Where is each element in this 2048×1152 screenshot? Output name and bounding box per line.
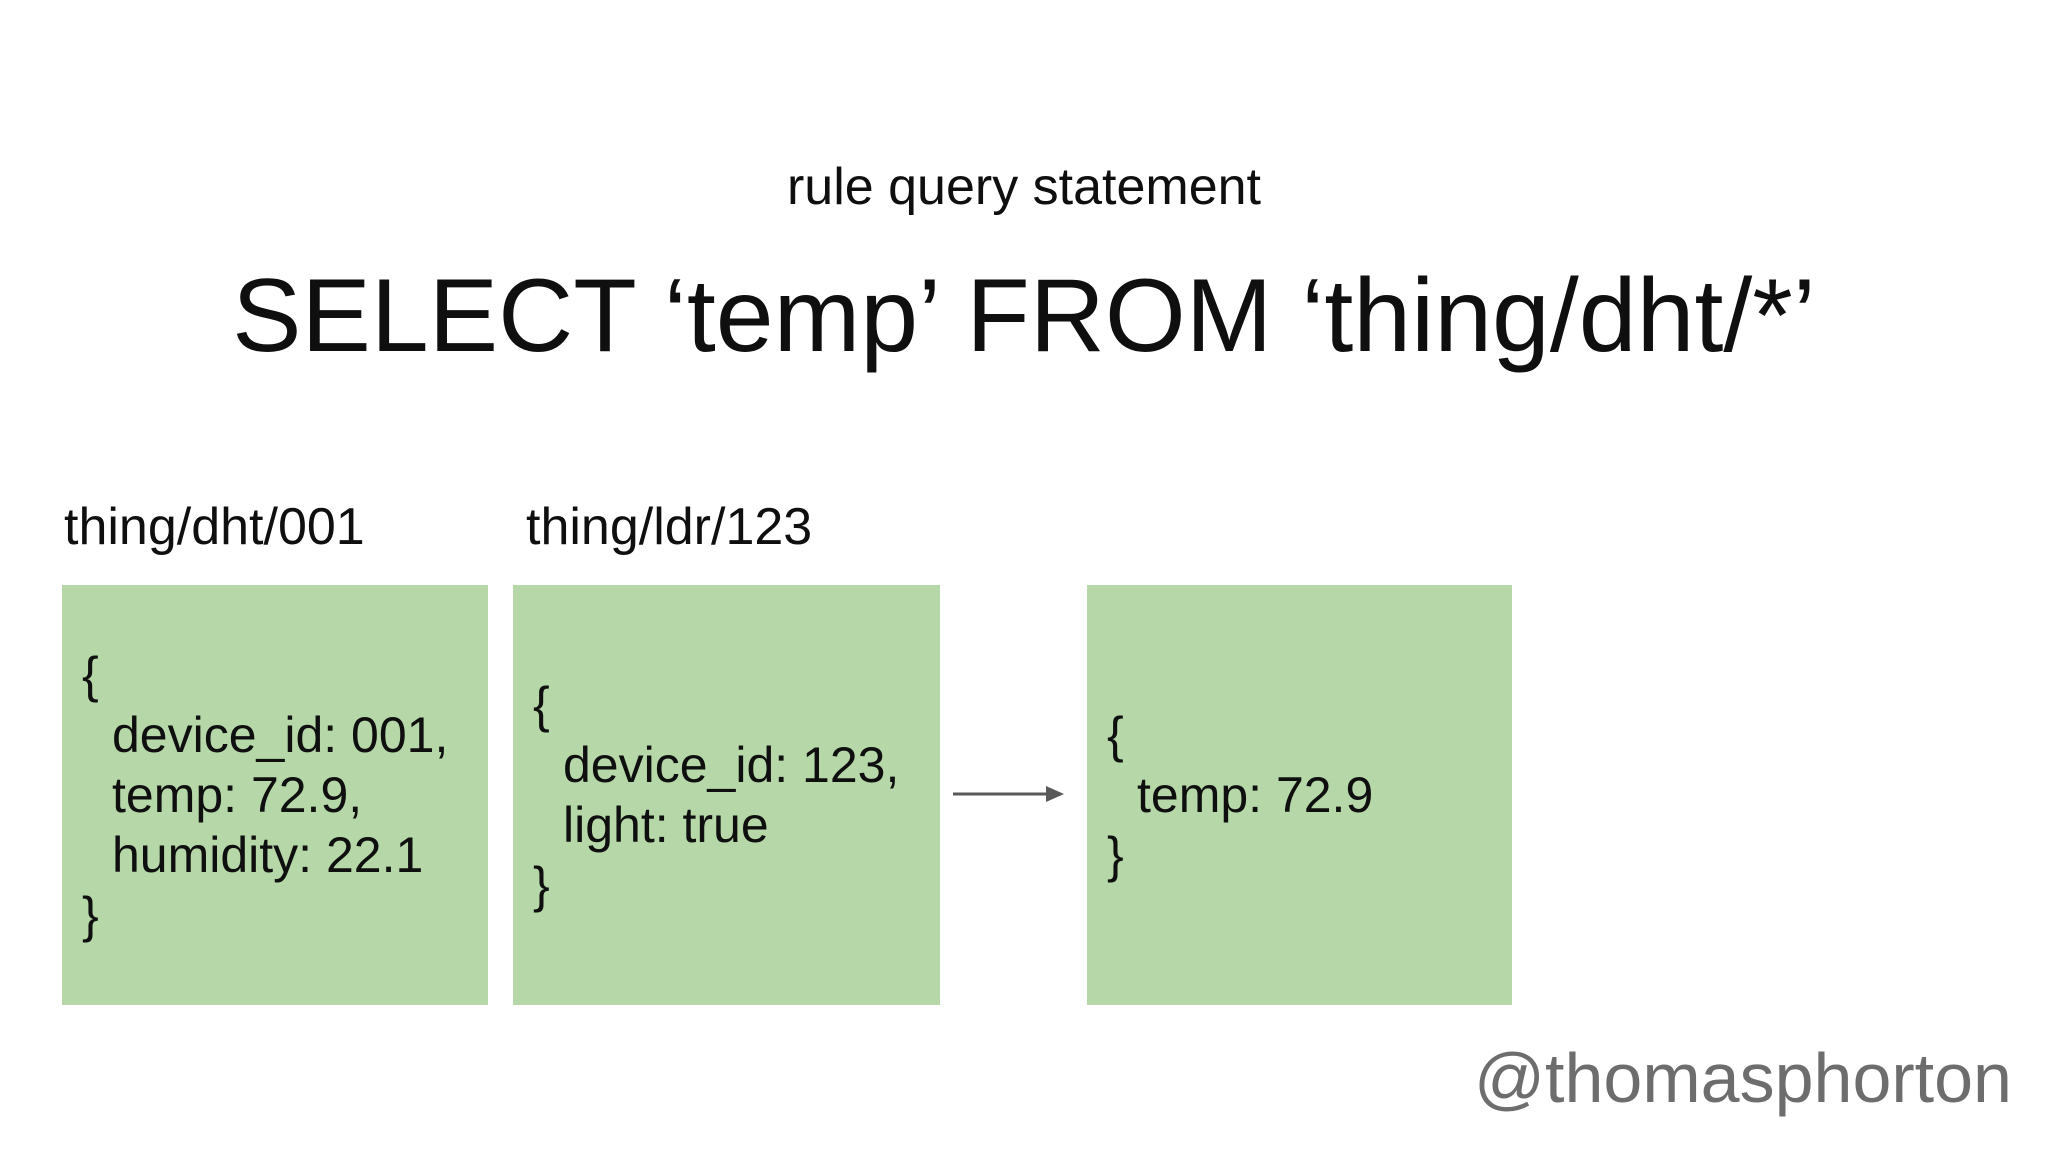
json-line-humidity: humidity: 22.1 [112, 827, 424, 883]
rule-query-title: SELECT ‘temp’ FROM ‘thing/dht/*’ [232, 258, 1816, 374]
json-open-brace: { [533, 677, 550, 733]
json-open-brace: { [1107, 707, 1124, 763]
json-line-temp: temp: 72.9, [112, 767, 363, 823]
json-line-device-id: device_id: 001, [112, 707, 449, 763]
json-line-temp: temp: 72.9 [1137, 767, 1374, 823]
topic-label-dht-001: thing/dht/001 [64, 498, 365, 556]
payload-box-dht-001: { device_id: 001, temp: 72.9, humidity: … [62, 585, 488, 1005]
json-line-device-id: device_id: 123, [563, 737, 900, 793]
topic-label-ldr-123: thing/ldr/123 [526, 498, 813, 556]
json-close-brace: } [82, 887, 99, 943]
payload-box-ldr-123: { device_id: 123, light: true } [513, 585, 940, 1005]
json-close-brace: } [533, 857, 550, 913]
kicker-text: rule query statement [786, 158, 1262, 216]
flow-arrow-icon [953, 786, 1064, 802]
json-close-brace: } [1107, 827, 1124, 883]
payload-box-output: { temp: 72.9 } [1087, 585, 1512, 1005]
attribution-handle: @thomasphorton [1473, 1039, 2012, 1117]
json-line-light: light: true [563, 797, 769, 853]
json-open-brace: { [82, 647, 99, 703]
